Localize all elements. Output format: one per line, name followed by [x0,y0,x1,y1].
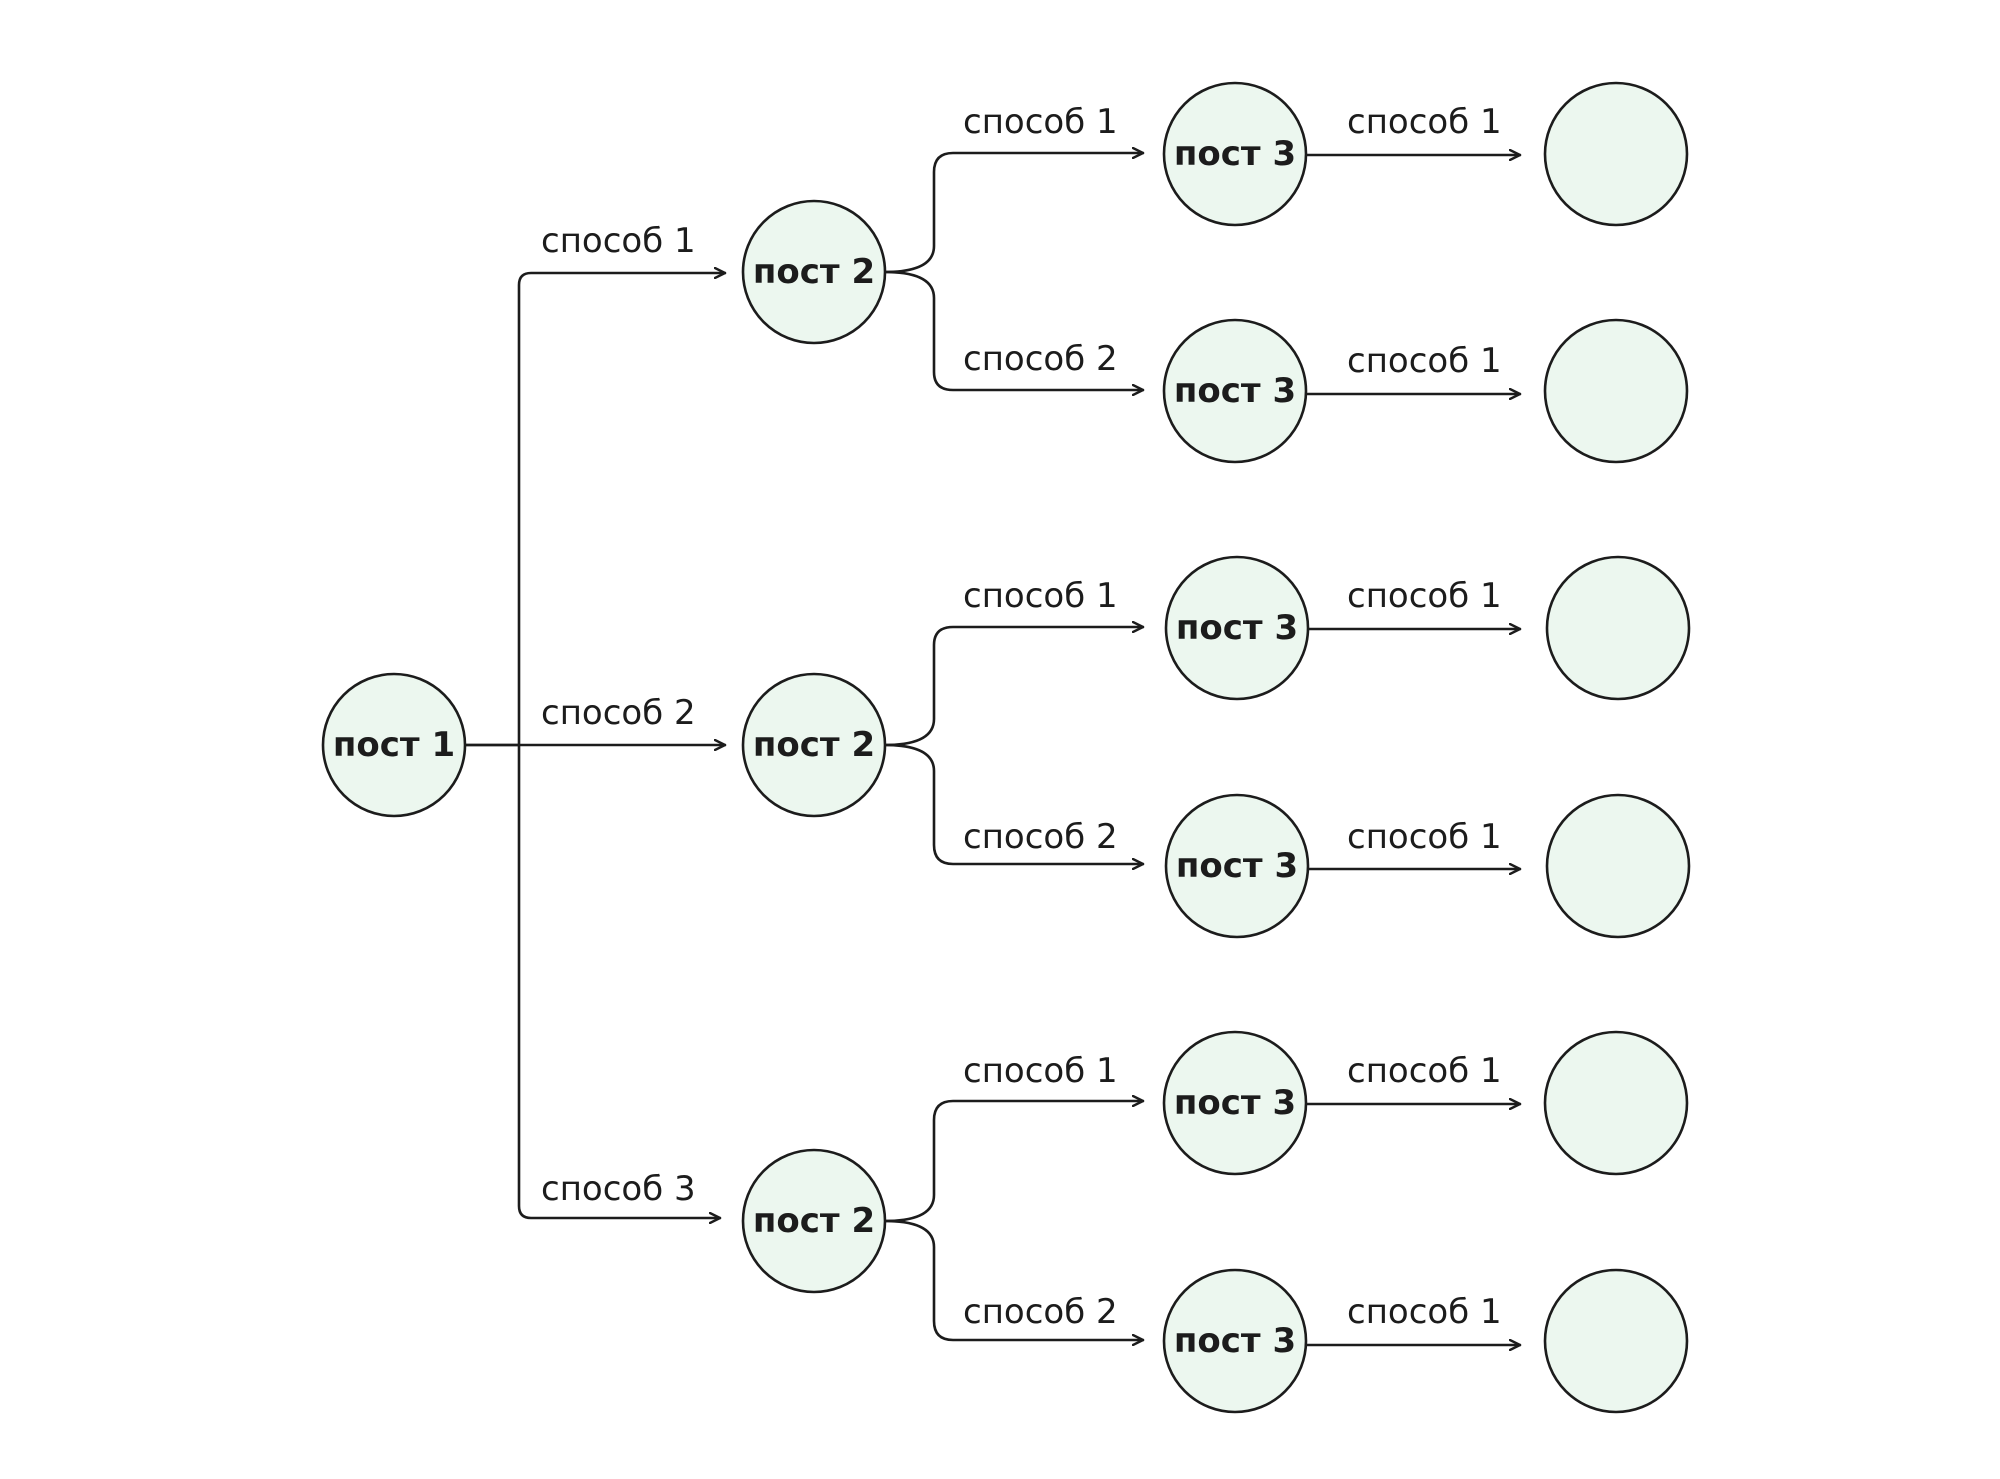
edge-label-leaf-3: способ 1 [1347,576,1502,616]
node-post1: пост 1 [321,672,467,818]
node-post3-3-circle [1164,555,1310,701]
node-post2-b-circle [741,672,887,818]
node-post3-4-circle [1164,793,1310,939]
node-leaf-4-circle [1545,793,1691,939]
edge-post2a-to-post3-2 [883,270,1145,390]
edge-label-leaf-5: способ 1 [1347,1051,1502,1091]
edge-label-post2b-2: способ 2 [963,817,1118,857]
edge-label-root-1: способ 1 [541,221,696,261]
node-post2-b-label: пост 2 [753,725,875,765]
node-leaf-2 [1543,318,1689,464]
edge-label-post2a-2: способ 2 [963,339,1118,379]
node-post2-a: пост 2 [741,199,887,345]
node-leaf-3-circle [1545,555,1691,701]
node-post3-4-label: пост 3 [1176,846,1298,886]
edge-root-to-post2-a [463,273,727,747]
node-post3-2-circle [1162,318,1308,464]
node-leaf-6-circle [1543,1268,1689,1414]
edge-label-leaf-4: способ 1 [1347,817,1502,857]
node-post3-6: пост 3 [1162,1268,1308,1414]
node-post3-3-label: пост 3 [1176,608,1298,648]
node-leaf-1-circle [1543,81,1689,227]
edge-label-post2a-1: способ 1 [963,102,1118,142]
edge-post2b-to-post3-1 [883,627,1145,747]
edge-post2c-to-post3-1 [883,1101,1145,1223]
node-post3-6-circle [1162,1268,1308,1414]
edge-label-post2b-1: способ 1 [963,576,1118,616]
edge-root-to-post2-c [517,743,722,1218]
node-leaf-5 [1543,1030,1689,1176]
node-post2-c-circle [741,1148,887,1294]
node-post3-5-label: пост 3 [1174,1083,1296,1123]
edge-label-root-2: способ 2 [541,693,696,733]
edge-label-post2c-1: способ 1 [963,1051,1118,1091]
edge-post2b-to-post3-2 [883,743,1145,864]
node-leaf-3 [1545,555,1691,701]
node-post3-4: пост 3 [1164,793,1310,939]
node-leaf-5-circle [1543,1030,1689,1176]
edge-label-leaf-6: способ 1 [1347,1292,1502,1332]
edge-label-root-3: способ 3 [541,1169,696,1209]
node-post3-5: пост 3 [1162,1030,1308,1176]
node-post3-6-label: пост 3 [1174,1321,1296,1361]
node-leaf-2-circle [1543,318,1689,464]
node-post2-b: пост 2 [741,672,887,818]
edge-label-leaf-2: способ 1 [1347,341,1502,381]
node-post2-c-label: пост 2 [753,1201,875,1241]
node-post3-5-circle [1162,1030,1308,1176]
node-post3-3: пост 3 [1164,555,1310,701]
node-post3-1-label: пост 3 [1174,134,1296,174]
node-post1-circle [321,672,467,818]
node-post2-a-circle [741,199,887,345]
node-post3-2: пост 3 [1162,318,1308,464]
node-leaf-1 [1543,81,1689,227]
edge-label-leaf-1: способ 1 [1347,102,1502,142]
node-post2-a-label: пост 2 [753,252,875,292]
node-post3-2-label: пост 3 [1174,371,1296,411]
node-post2-c: пост 2 [741,1148,887,1294]
node-post1-label: пост 1 [333,725,455,765]
node-post3-1: пост 3 [1162,81,1308,227]
edge-label-post2c-2: способ 2 [963,1292,1118,1332]
node-leaf-4 [1545,793,1691,939]
node-leaf-6 [1543,1268,1689,1414]
edge-post2c-to-post3-2 [883,1219,1145,1340]
node-post3-1-circle [1162,81,1308,227]
edge-post2a-to-post3-1 [883,153,1145,274]
